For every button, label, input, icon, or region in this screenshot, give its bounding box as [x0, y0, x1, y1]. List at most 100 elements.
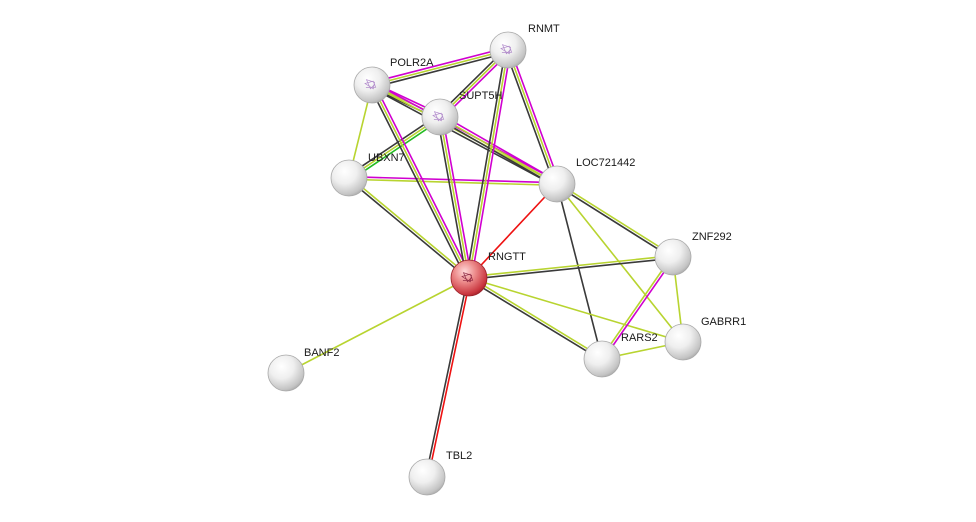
node-circle-ubxn7[interactable] — [330, 159, 368, 197]
edge-line-exp — [509, 48, 561, 184]
edge-line-exp — [470, 49, 512, 280]
edge-line-coexp — [347, 178, 469, 280]
edge-line-coexp — [424, 276, 469, 478]
structure-trace — [432, 111, 445, 122]
protein-structure-icon — [364, 79, 377, 90]
edge-znf292-rars2[interactable] — [600, 255, 675, 361]
node-rars2[interactable]: RARS2 — [583, 332, 658, 378]
node-label-tbl2: TBL2 — [446, 450, 472, 462]
node-label-loc721442: LOC721442 — [576, 157, 635, 169]
node-banf2[interactable]: BANF2 — [267, 347, 339, 392]
edge-line-text — [468, 277, 684, 343]
edge-line-text — [285, 277, 470, 374]
edge-line-neigh — [349, 118, 443, 181]
node-ubxn7[interactable]: UBXN7 — [330, 152, 405, 197]
node-circle-banf2[interactable] — [267, 354, 305, 392]
node-circle-gabrr1[interactable] — [664, 323, 702, 361]
edge-line-fusion — [468, 183, 558, 279]
edge-line-text — [468, 254, 674, 278]
edge-line-text — [371, 49, 509, 86]
node-gabrr1[interactable]: GABRR1 — [664, 316, 746, 361]
edge-line-text — [439, 116, 470, 279]
edge-rngtt-znf292[interactable] — [468, 254, 674, 281]
edge-line-text — [349, 176, 471, 278]
edge-line-text — [507, 49, 558, 185]
edge-line-fusion — [427, 277, 472, 479]
node-label-polr2a: POLR2A — [390, 57, 434, 69]
edge-line-text — [556, 182, 675, 257]
node-label-rars2: RARS2 — [621, 332, 658, 344]
node-circle-rnmt[interactable] — [489, 31, 527, 69]
node-circle-tbl2[interactable] — [408, 458, 446, 496]
edge-line-text — [600, 255, 673, 360]
edges-layer — [285, 46, 684, 479]
node-label-rnmt: RNMT — [528, 23, 560, 35]
edge-line-text — [348, 178, 558, 187]
edge-line-text — [439, 116, 558, 185]
node-tbl2[interactable]: TBL2 — [408, 450, 472, 496]
edge-line-coexp — [368, 85, 468, 280]
edge-polr2a-rnmt[interactable] — [370, 46, 510, 89]
edge-loc721442-rngtt[interactable] — [468, 183, 558, 279]
edge-line-text — [468, 49, 509, 279]
node-circle-znf292[interactable] — [654, 238, 692, 276]
edge-rngtt-rars2[interactable] — [467, 276, 604, 361]
edge-ubxn7-loc721442[interactable] — [348, 175, 558, 187]
edge-rnmt-loc721442[interactable] — [504, 48, 561, 186]
nodes-layer: RNMT POLR2A SUPT5H UBXN7 LOC721442ZNF292RNGT… — [267, 23, 746, 496]
edge-line-coexp — [465, 48, 507, 279]
node-label-rngtt: RNGTT — [488, 251, 526, 263]
edge-line-coexp — [556, 183, 603, 360]
edge-rngtt-gabrr1[interactable] — [468, 277, 684, 343]
node-loc721442[interactable]: LOC721442 — [538, 157, 635, 203]
edge-line-coexp — [504, 50, 556, 186]
node-label-supt5h: SUPT5H — [459, 90, 502, 102]
edge-loc721442-rars2[interactable] — [556, 183, 603, 360]
node-label-gabrr1: GABRR1 — [701, 316, 746, 328]
node-znf292[interactable]: ZNF292 — [654, 231, 732, 276]
edge-supt5h-rngtt[interactable] — [436, 115, 473, 280]
edge-line-exp — [602, 256, 675, 361]
node-label-banf2: BANF2 — [304, 347, 339, 359]
node-circle-polr2a[interactable] — [353, 66, 391, 104]
edge-line-exp — [373, 83, 473, 278]
edge-line-coexp — [468, 257, 674, 281]
protein-structure-icon — [432, 111, 445, 122]
edge-polr2a-rngtt[interactable] — [368, 83, 473, 280]
edge-rnmt-rngtt[interactable] — [465, 48, 512, 280]
edge-line-exp — [441, 115, 473, 279]
edge-line-coexp — [371, 51, 510, 89]
structure-trace — [364, 79, 377, 90]
node-polr2a[interactable]: POLR2A — [353, 57, 434, 104]
edge-line-text — [371, 84, 470, 279]
edge-rngtt-tbl2[interactable] — [424, 276, 472, 479]
edge-line-coexp — [437, 118, 557, 188]
node-circle-rars2[interactable] — [583, 340, 621, 378]
edge-line-coexp — [555, 184, 674, 259]
edge-ubxn7-rngtt[interactable] — [347, 176, 471, 280]
edge-line-exp — [370, 46, 509, 84]
structure-trace — [500, 44, 513, 55]
protein-structure-icon — [461, 272, 474, 283]
edge-line-coexp — [346, 114, 440, 177]
node-label-znf292: ZNF292 — [692, 231, 732, 243]
edge-line-exp — [348, 175, 558, 184]
edge-rngtt-banf2[interactable] — [285, 277, 470, 374]
node-rngtt[interactable]: RNGTT — [450, 251, 526, 297]
edge-loc721442-znf292[interactable] — [555, 182, 675, 259]
edge-line-exp — [440, 113, 560, 183]
node-circle-rngtt[interactable] — [450, 259, 488, 297]
edge-line-coexp — [436, 116, 468, 280]
structure-trace — [461, 272, 474, 283]
node-circle-loc721442[interactable] — [538, 165, 576, 203]
node-label-ubxn7: UBXN7 — [368, 152, 405, 164]
edge-line-coexp — [467, 278, 603, 361]
node-supt5h[interactable]: SUPT5H — [421, 90, 502, 136]
protein-structure-icon — [500, 44, 513, 55]
edge-line-text — [468, 276, 604, 359]
edge-line-coexp — [369, 86, 557, 188]
edge-supt5h-loc721442[interactable] — [437, 113, 560, 188]
node-rnmt[interactable]: RNMT — [489, 23, 560, 69]
node-circle-supt5h[interactable] — [421, 98, 459, 136]
